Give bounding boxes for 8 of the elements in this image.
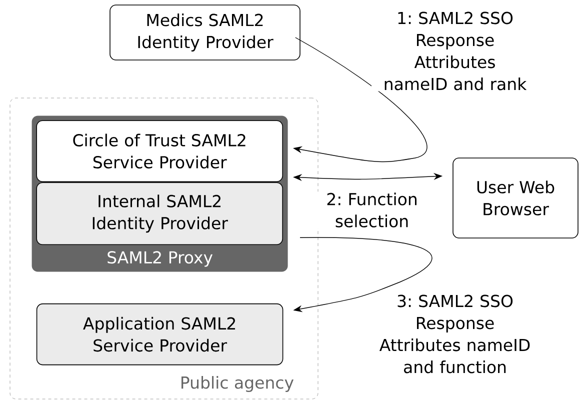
process-box: Circle of Trust SAML2 Service Provider [36, 120, 283, 182]
process-box: Medics SAML2 Identity Provider [110, 4, 300, 60]
process-box: User Web Browser [452, 158, 578, 238]
edge-label: 3: SAML2 SSO Response Attributes nameID and function [372, 294, 538, 374]
edge-label: 1: SAML2 SSO Response Attributes nameID and rank [372, 10, 538, 92]
process-box: Application SAML2 Service Provider [36, 303, 284, 366]
edge-label: 2: Function selection [316, 192, 428, 228]
process-box: Internal SAML2 Identity Provider [36, 182, 283, 245]
